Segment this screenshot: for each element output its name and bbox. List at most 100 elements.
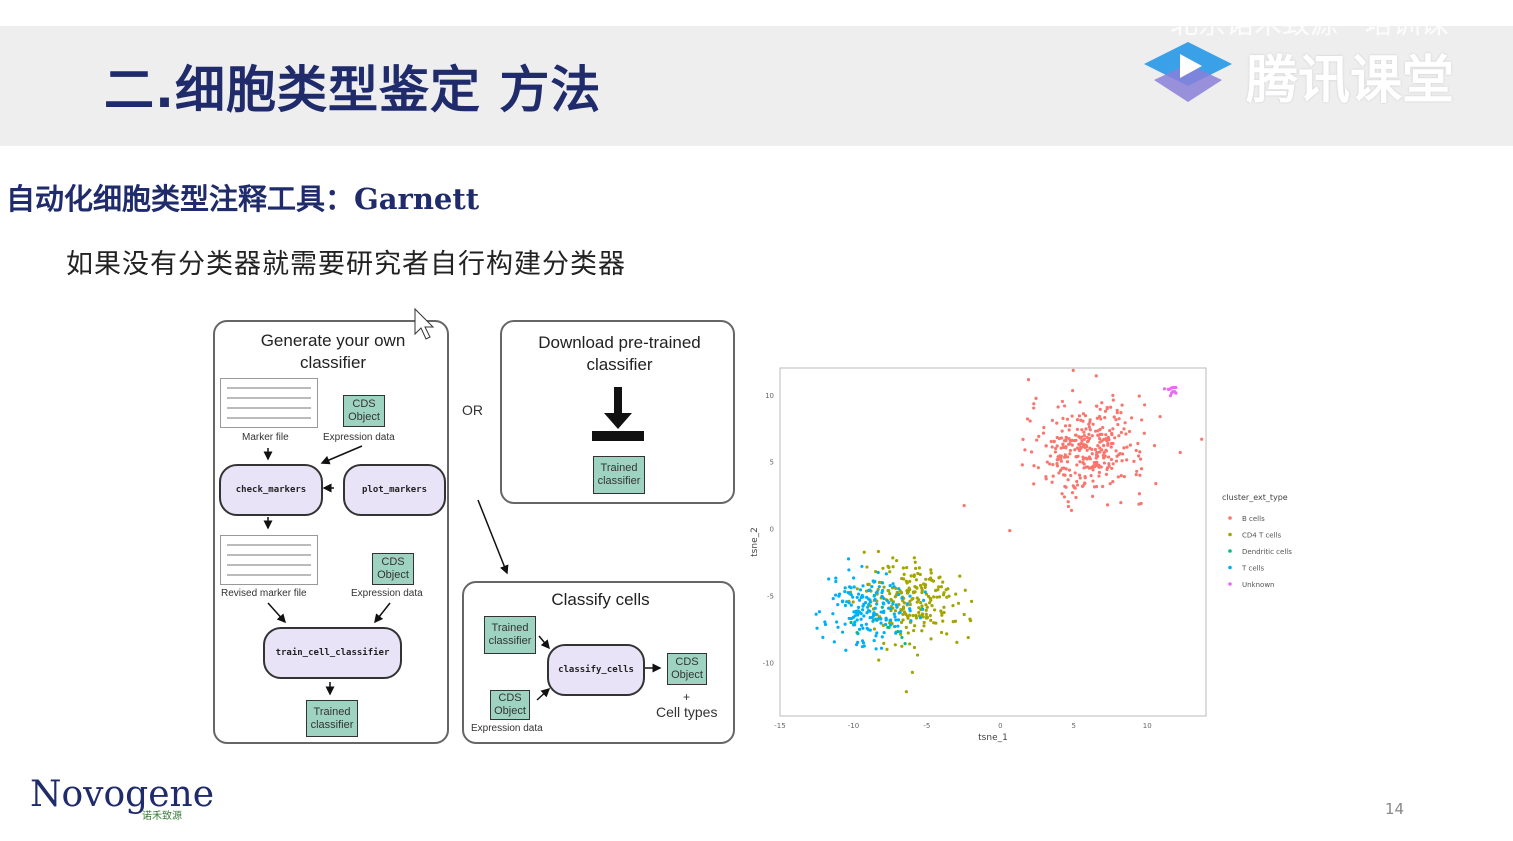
scatter-point [875, 631, 879, 635]
scatter-point [1095, 452, 1099, 457]
scatter-point [919, 601, 923, 605]
scatter-point [1103, 409, 1108, 413]
scatter-point [906, 616, 910, 620]
scatter-point [1053, 450, 1058, 454]
scatter-point [1073, 448, 1077, 452]
scatter-point [1100, 448, 1104, 452]
scatter-point [891, 556, 895, 560]
scatter-point [1045, 460, 1049, 464]
scatter-point [1092, 460, 1096, 465]
scatter-point [1061, 473, 1066, 477]
scatter-point [870, 585, 874, 589]
scatter-point [1048, 454, 1053, 458]
scatter-point [843, 603, 848, 608]
scatter-point [874, 634, 878, 638]
scatter-point [873, 579, 877, 584]
scatter-point [836, 602, 840, 607]
scatter-point [1070, 443, 1074, 447]
scatter-point [858, 588, 863, 592]
scatter-point [846, 557, 851, 561]
scatter-point [905, 591, 910, 595]
scatter-point [855, 595, 859, 600]
scatter-point [918, 572, 922, 577]
scatter-point [1082, 430, 1086, 434]
scatter-point [904, 690, 908, 694]
revised-marker-file-doc [220, 535, 318, 585]
x-axis-label: tsne_1 [978, 733, 1008, 743]
scatter-point [956, 601, 961, 605]
scatter-point [847, 585, 852, 589]
slide-subtitle: 自动化细胞类型注释工具：Garnett [6, 182, 480, 216]
scatter-point [899, 620, 904, 624]
scatter-point [854, 643, 859, 647]
scatter-point [1125, 458, 1129, 462]
classify-panel-title: Classify cells [551, 590, 650, 609]
scatter-point [1028, 419, 1032, 423]
cds-object-box-3: CDS Object [490, 690, 530, 720]
scatter-point [1111, 393, 1115, 397]
scatter-point [1162, 387, 1167, 391]
scatter-point [1178, 450, 1182, 455]
x-tick-label: -15 [774, 722, 785, 730]
scatter-point [893, 624, 897, 629]
scatter-point [1090, 452, 1094, 456]
scatter-point [1072, 439, 1077, 443]
scatter-point [893, 643, 897, 647]
top-strip [0, 0, 1513, 26]
scatter-point [924, 603, 928, 607]
scatter-point [880, 605, 884, 609]
scatter-point [1101, 425, 1105, 430]
scatter-point [1067, 437, 1071, 441]
scatter-point [847, 568, 851, 572]
scatter-point [941, 619, 945, 623]
scatter-point [932, 595, 936, 599]
scatter-point [841, 630, 845, 634]
scatter-point [929, 598, 933, 602]
scatter-point [859, 611, 863, 616]
scatter-point [898, 632, 903, 636]
scatter-point [1080, 439, 1084, 443]
scatter-point [912, 628, 916, 633]
scatter-point [856, 611, 860, 615]
scatter-point [1066, 478, 1070, 482]
scatter-point [1109, 441, 1114, 446]
scatter-point [1097, 414, 1102, 419]
scatter-point [1078, 476, 1082, 480]
scatter-point [876, 570, 880, 575]
scatter-point [893, 609, 898, 613]
scatter-point [858, 598, 862, 602]
scatter-point [1091, 468, 1095, 472]
scatter-point [1060, 492, 1064, 496]
scatter-point [1049, 439, 1053, 444]
scatter-point [922, 582, 926, 586]
scatter-point [1081, 442, 1085, 446]
scatter-point [860, 645, 865, 649]
legend-label: Dendritic cells [1242, 548, 1292, 556]
scatter-point [861, 604, 865, 608]
scatter-point [891, 602, 895, 606]
scatter-point [849, 593, 853, 597]
scatter-point [1086, 465, 1090, 469]
scatter-point [860, 564, 864, 569]
scatter-point [1137, 394, 1141, 398]
scatter-point [1075, 479, 1079, 484]
scatter-point [1087, 422, 1091, 426]
scatter-point [1044, 475, 1048, 479]
y-tick-label: 10 [765, 392, 774, 400]
scatter-point [1085, 457, 1089, 461]
scatter-point [909, 619, 913, 623]
scatter-point [879, 646, 884, 650]
y-axis-label: tsne_2 [750, 527, 760, 557]
scatter-point [915, 600, 919, 604]
scatter-point [1096, 433, 1100, 438]
scatter-point [899, 630, 903, 634]
scatter-point [877, 580, 881, 584]
scatter-point [855, 631, 859, 635]
scatter-point [1081, 412, 1086, 416]
scatter-point [905, 565, 909, 570]
tencent-classroom-logo: 腾讯课堂 [1140, 34, 1480, 114]
scatter-point [1087, 425, 1091, 429]
y-tick-label: -5 [767, 593, 774, 601]
scatter-point [1102, 443, 1106, 448]
